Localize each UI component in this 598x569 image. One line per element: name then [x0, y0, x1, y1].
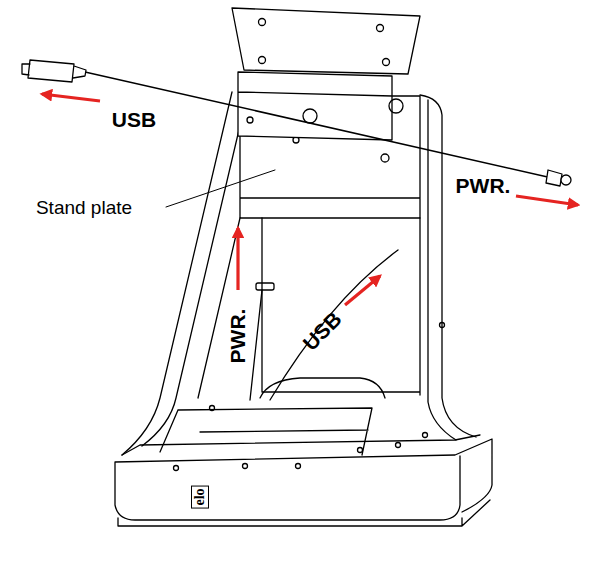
mount-plate — [232, 8, 420, 74]
leader-line — [166, 170, 275, 207]
side-hole — [423, 433, 428, 438]
internal-pwr-cable — [250, 290, 262, 400]
direction-arrow — [42, 94, 100, 101]
side-hole — [440, 323, 445, 328]
signal-name: PWR. — [227, 309, 248, 364]
power-plug — [546, 170, 562, 186]
hinge-knob — [303, 109, 317, 123]
direction-arrow — [516, 196, 578, 205]
mount-hole — [259, 19, 266, 26]
inner-wall — [198, 218, 420, 398]
signal-name: PWR. — [456, 175, 511, 196]
floor-hole — [243, 464, 248, 469]
floor-hole — [358, 448, 363, 453]
hinge-screw — [247, 117, 253, 123]
stand-base-top — [122, 435, 480, 455]
signal-name: USB — [299, 308, 345, 354]
internal-usb-cable — [270, 250, 398, 400]
hinge-block — [238, 72, 392, 140]
direction-arrow — [345, 276, 380, 305]
plate-hole — [381, 154, 389, 162]
mount-hole — [377, 25, 384, 32]
mount-hole — [383, 59, 390, 66]
floor-tray — [160, 378, 385, 455]
hinge-screw — [389, 99, 403, 113]
floor-hole — [210, 406, 215, 411]
stand-base — [115, 439, 492, 526]
mount-hole — [259, 57, 266, 64]
logo-text: elo — [191, 485, 209, 508]
power-plug-tip — [561, 175, 571, 185]
floor-hole — [296, 464, 301, 469]
pwr-connector — [256, 283, 274, 290]
part-name: Stand plate — [36, 198, 132, 217]
usb-plug — [22, 60, 86, 82]
external-cable — [85, 72, 552, 178]
side-hole — [396, 443, 401, 448]
floor-hole — [174, 466, 179, 471]
direction-arrow — [236, 228, 239, 290]
right-panel — [420, 95, 476, 440]
signal-name: USB — [112, 109, 156, 130]
